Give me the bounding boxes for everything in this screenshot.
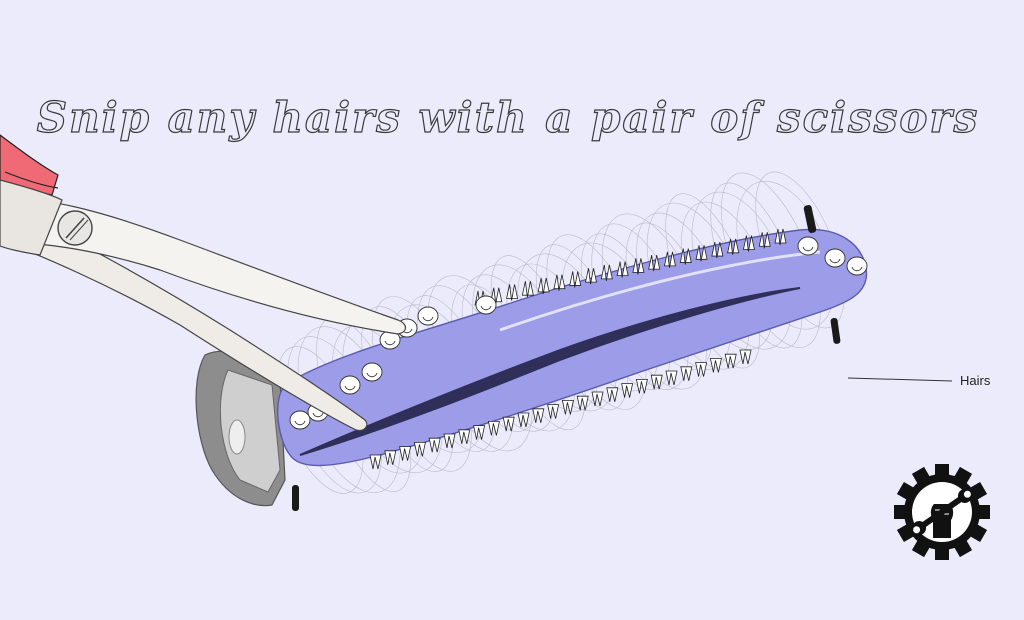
hair-tuft bbox=[679, 248, 692, 265]
hair-tuft bbox=[458, 429, 471, 444]
hair-tuft bbox=[648, 255, 661, 272]
hairs-callout: Hairs bbox=[847, 373, 991, 388]
hair-tuft bbox=[621, 383, 634, 398]
gear-wrench-fist-icon bbox=[894, 464, 990, 560]
callout-line bbox=[847, 377, 953, 382]
hair-tuft bbox=[663, 251, 676, 268]
hair-tuft bbox=[413, 442, 426, 457]
hair-tuft bbox=[650, 374, 663, 390]
hair-clump bbox=[797, 236, 819, 256]
hair-tuft bbox=[561, 400, 574, 415]
hair-tuft bbox=[739, 349, 752, 365]
hair-tuft bbox=[680, 366, 693, 381]
hair-tuft bbox=[369, 454, 382, 470]
hair-clump bbox=[824, 248, 846, 268]
hair-tuft bbox=[547, 404, 560, 419]
hair-tuft bbox=[585, 268, 598, 285]
hair-tuft bbox=[665, 370, 678, 386]
hair-tuft bbox=[632, 258, 645, 275]
hair-tuft bbox=[600, 264, 613, 281]
hair-tuft bbox=[774, 228, 787, 246]
hair-tuft bbox=[487, 421, 500, 436]
hair-tuft bbox=[616, 261, 629, 278]
hair-tuft bbox=[553, 274, 566, 291]
hair-tuft bbox=[399, 446, 412, 461]
hair-tuft bbox=[517, 412, 530, 428]
hair-tuft bbox=[473, 425, 486, 440]
hair-tuft bbox=[606, 387, 619, 402]
hair-tuft bbox=[506, 284, 519, 301]
brush-roll-end-cap bbox=[195, 350, 299, 511]
title: Snip any hairs with a pair of scissors bbox=[37, 93, 979, 142]
hair-clump bbox=[475, 295, 497, 315]
hair-clump bbox=[846, 256, 868, 276]
hair-tuft bbox=[635, 379, 648, 394]
hair-clump bbox=[339, 375, 361, 395]
hair-clump bbox=[289, 410, 311, 430]
hair-tufts bbox=[369, 228, 787, 470]
hair-tuft bbox=[532, 408, 545, 423]
hair-tuft bbox=[384, 450, 397, 465]
hair-tuft bbox=[724, 353, 737, 369]
hair-tuft bbox=[758, 232, 771, 249]
callout-label: Hairs bbox=[960, 373, 991, 388]
hair-tuft bbox=[521, 281, 534, 298]
hair-tuft bbox=[711, 241, 724, 259]
hair-tuft bbox=[591, 391, 604, 407]
hair-tuft bbox=[576, 395, 589, 411]
hair-tuft bbox=[727, 238, 740, 255]
hair-tuft bbox=[569, 271, 582, 288]
hair-clump bbox=[417, 306, 439, 326]
hair-tuft bbox=[695, 362, 708, 377]
hair-tuft bbox=[502, 416, 515, 432]
hair-tuft bbox=[537, 277, 550, 295]
hair-tuft bbox=[695, 245, 708, 262]
hair-tuft bbox=[428, 437, 441, 453]
scissors-icon bbox=[0, 134, 407, 431]
hair-tuft bbox=[742, 235, 755, 252]
hair-tuft bbox=[443, 433, 456, 449]
hair-clump bbox=[361, 362, 383, 382]
brush-roll bbox=[277, 205, 868, 467]
hair-tuft bbox=[709, 358, 722, 373]
